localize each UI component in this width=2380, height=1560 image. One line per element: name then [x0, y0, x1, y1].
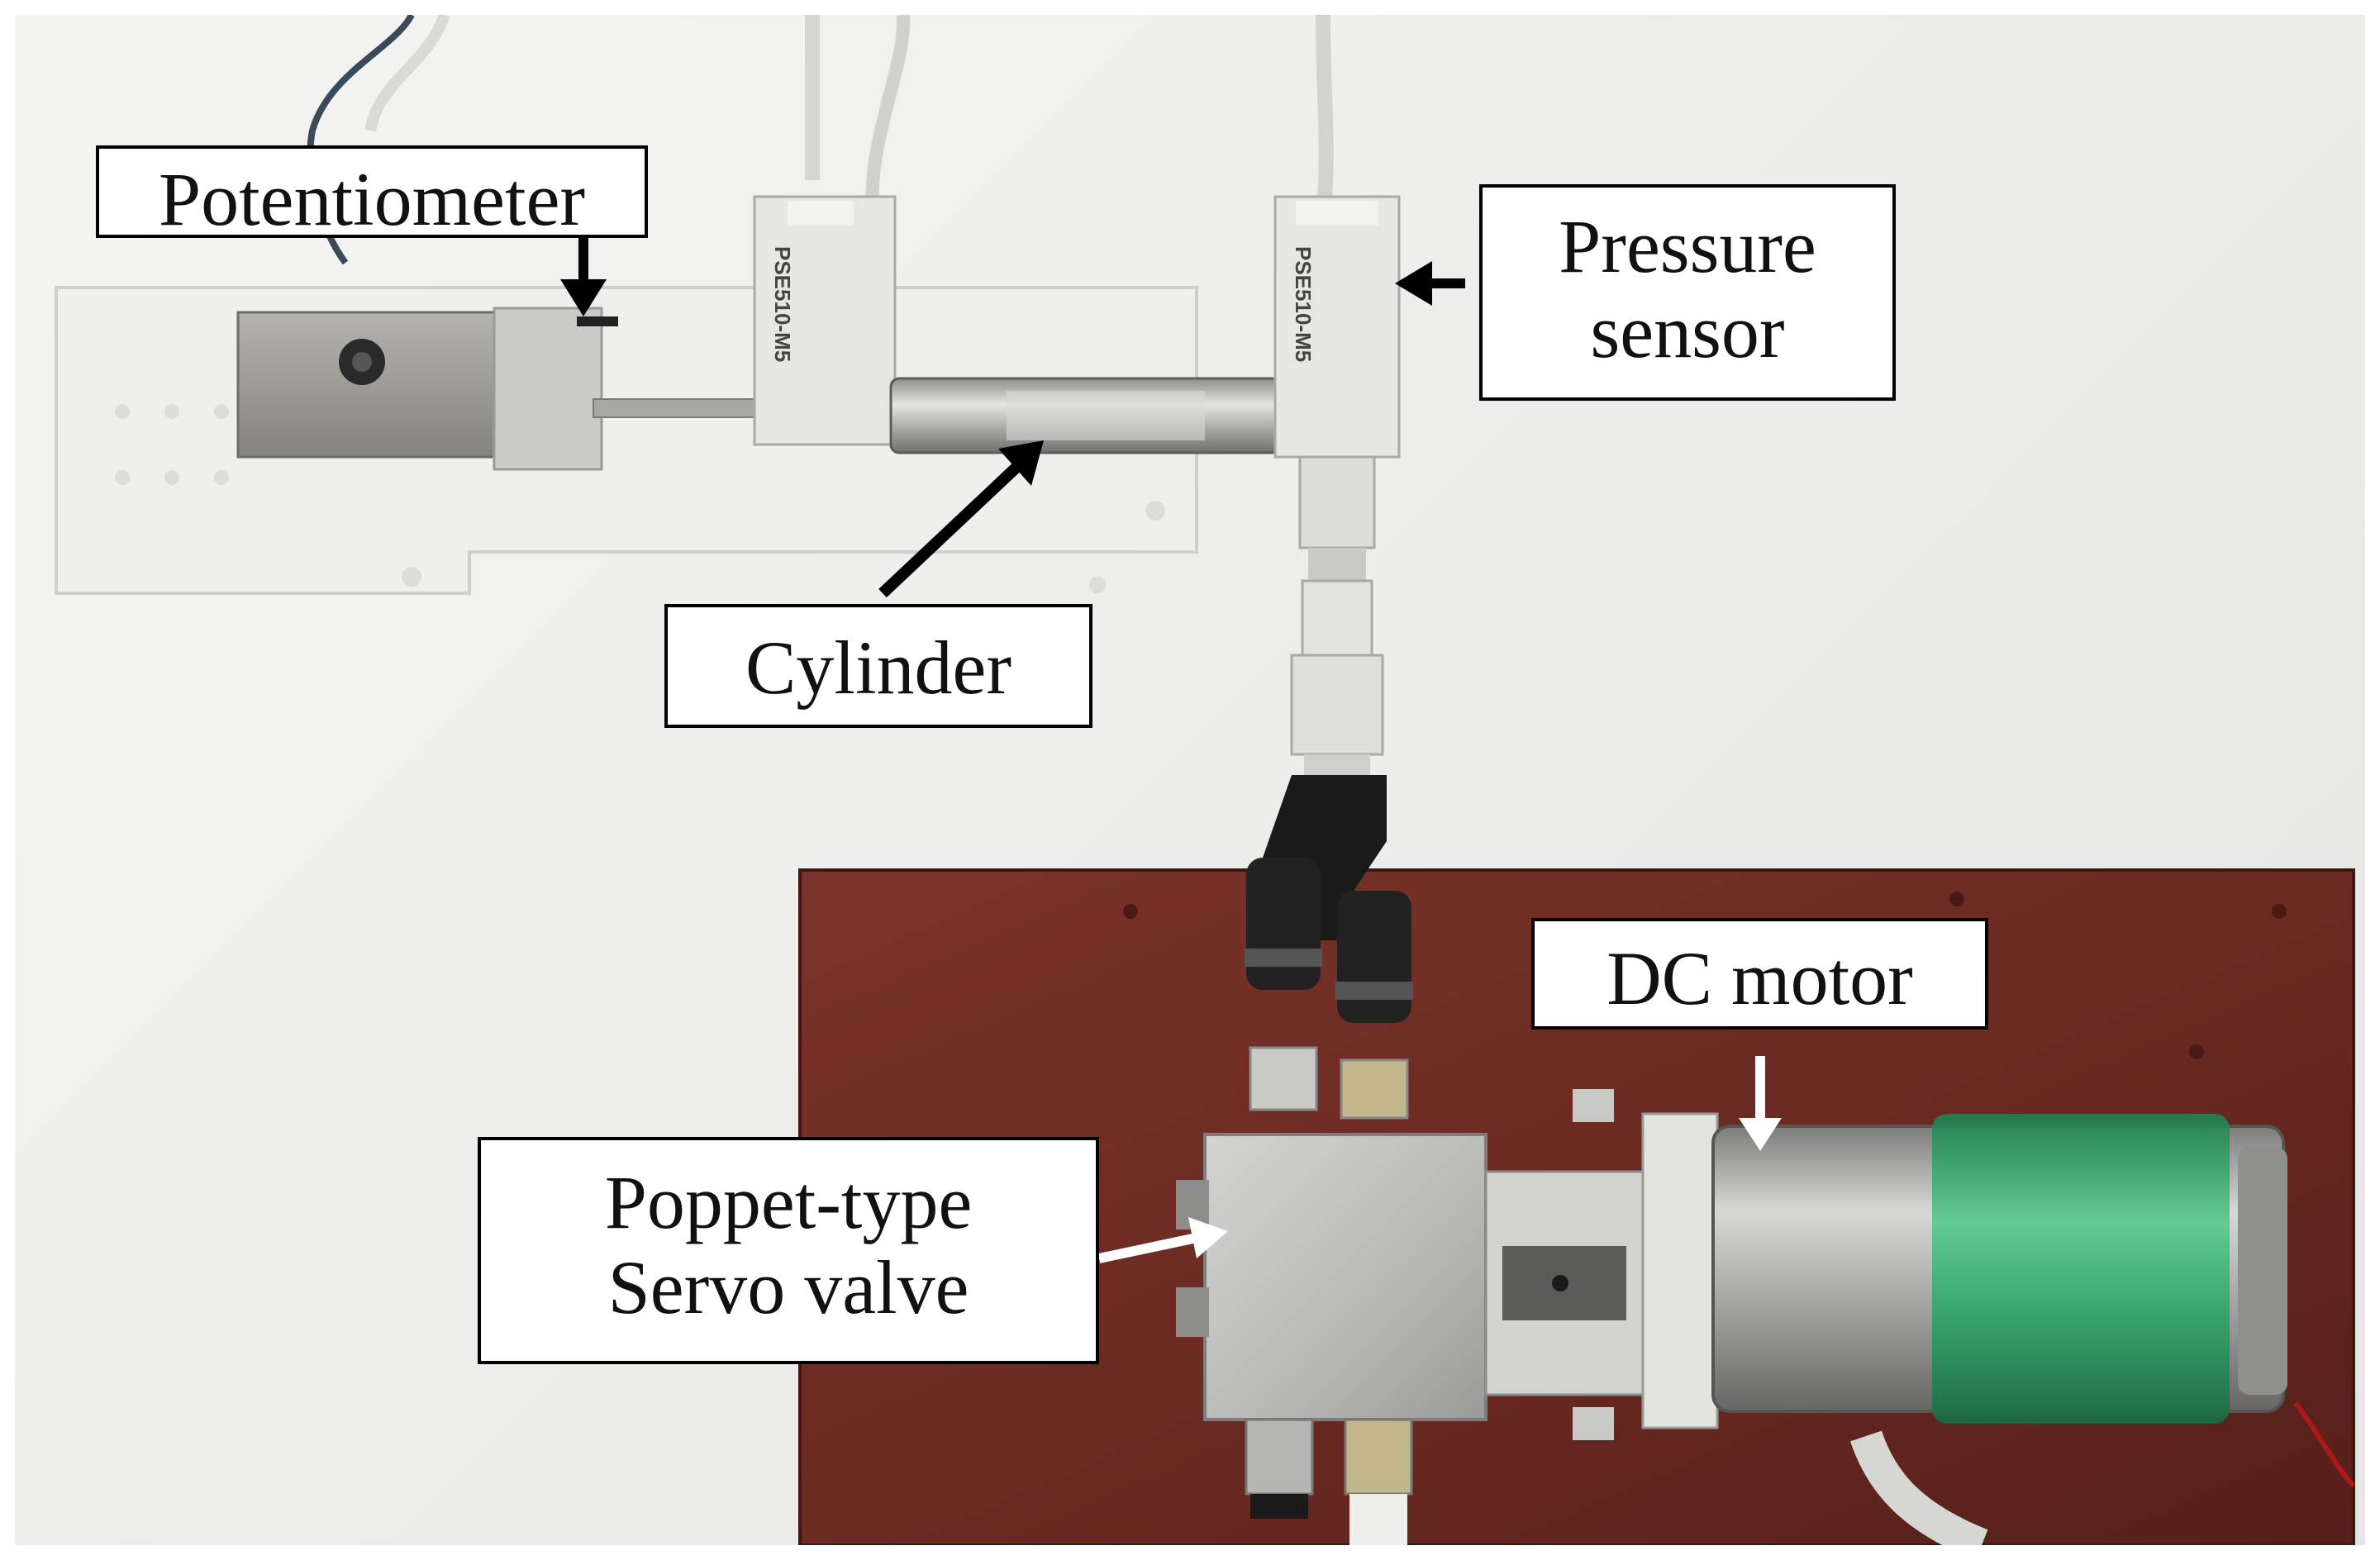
potentiometer-label: Potentiometer — [96, 145, 648, 241]
piston-rod — [593, 398, 759, 418]
sensor-model-left: PSE510-M5 — [770, 246, 795, 362]
photo-scene: PSE510-M5 PSE510-M5 — [15, 15, 2365, 1545]
motor-coupling — [1484, 1089, 1719, 1440]
pressure-sensor-label: Pressure sensor — [1479, 184, 1896, 401]
dc-motor-label-text: DC motor — [1606, 936, 1913, 1020]
callout-arrows — [560, 231, 1782, 1263]
cylinder-label-text: Cylinder — [745, 625, 1011, 710]
cylinder-label: Cylinder — [664, 604, 1092, 728]
dc-motor-label: DC motor — [1531, 918, 1988, 1030]
black-y-fitting — [1245, 775, 1413, 1120]
test-rig-illustration: PSE510-M5 PSE510-M5 — [55, 15, 2356, 1545]
sensor-model-right: PSE510-M5 — [1291, 246, 1316, 362]
pressure-sensor-label-line2: sensor — [1590, 289, 1785, 374]
servo-valve-label: Poppet-type Servo valve — [478, 1137, 1099, 1364]
cylinder-label-plate — [1007, 391, 1205, 440]
potentiometer-label-text: Potentiometer — [158, 157, 586, 241]
servo-valve-label-line2: Servo valve — [607, 1245, 969, 1330]
pressure-sensor-label-line1: Pressure — [1559, 204, 1816, 288]
pressure-sensor-right — [1273, 195, 1401, 459]
pressure-sensor-left — [753, 195, 897, 446]
dc-motor-body — [1711, 1114, 2356, 1545]
servo-valve-label-line1: Poppet-type — [604, 1160, 973, 1244]
servo-valve-block — [1176, 1133, 1488, 1545]
tube-fittings — [1290, 455, 1384, 779]
potentiometer-body — [236, 307, 618, 471]
